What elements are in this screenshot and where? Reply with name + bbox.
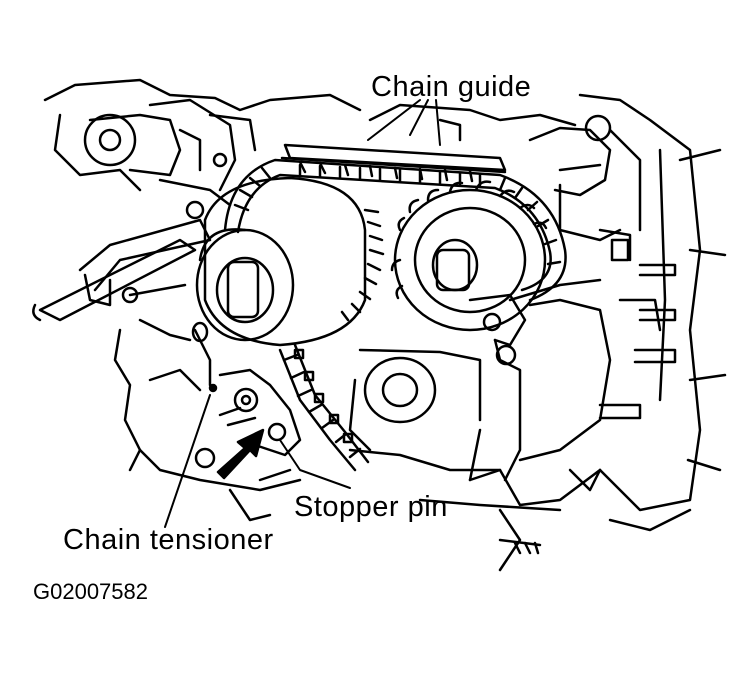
upper-left-hardware [83, 98, 257, 220]
upper-right-housing [438, 114, 632, 262]
right-bracket [468, 278, 602, 482]
center-hub [348, 348, 482, 452]
left-bracket-arm [32, 218, 212, 322]
leader-lines [164, 99, 441, 528]
figure-code: G02007582 [33, 579, 148, 604]
stopper-pin-arrow [216, 428, 265, 480]
chain-tensioner-label: Chain tensioner [63, 524, 274, 556]
chain-tensioner [191, 321, 302, 469]
stopper-pin-label: Stopper pin [294, 491, 448, 523]
chain-guide-bar [280, 143, 507, 183]
engine-block-outline [43, 78, 727, 572]
right-camshaft-sprocket [390, 180, 548, 332]
chain-guide-label: Chain guide [371, 71, 532, 103]
left-camshaft-sprocket [195, 176, 385, 347]
timing-chain [223, 158, 567, 472]
right-side-bolts [598, 263, 677, 420]
